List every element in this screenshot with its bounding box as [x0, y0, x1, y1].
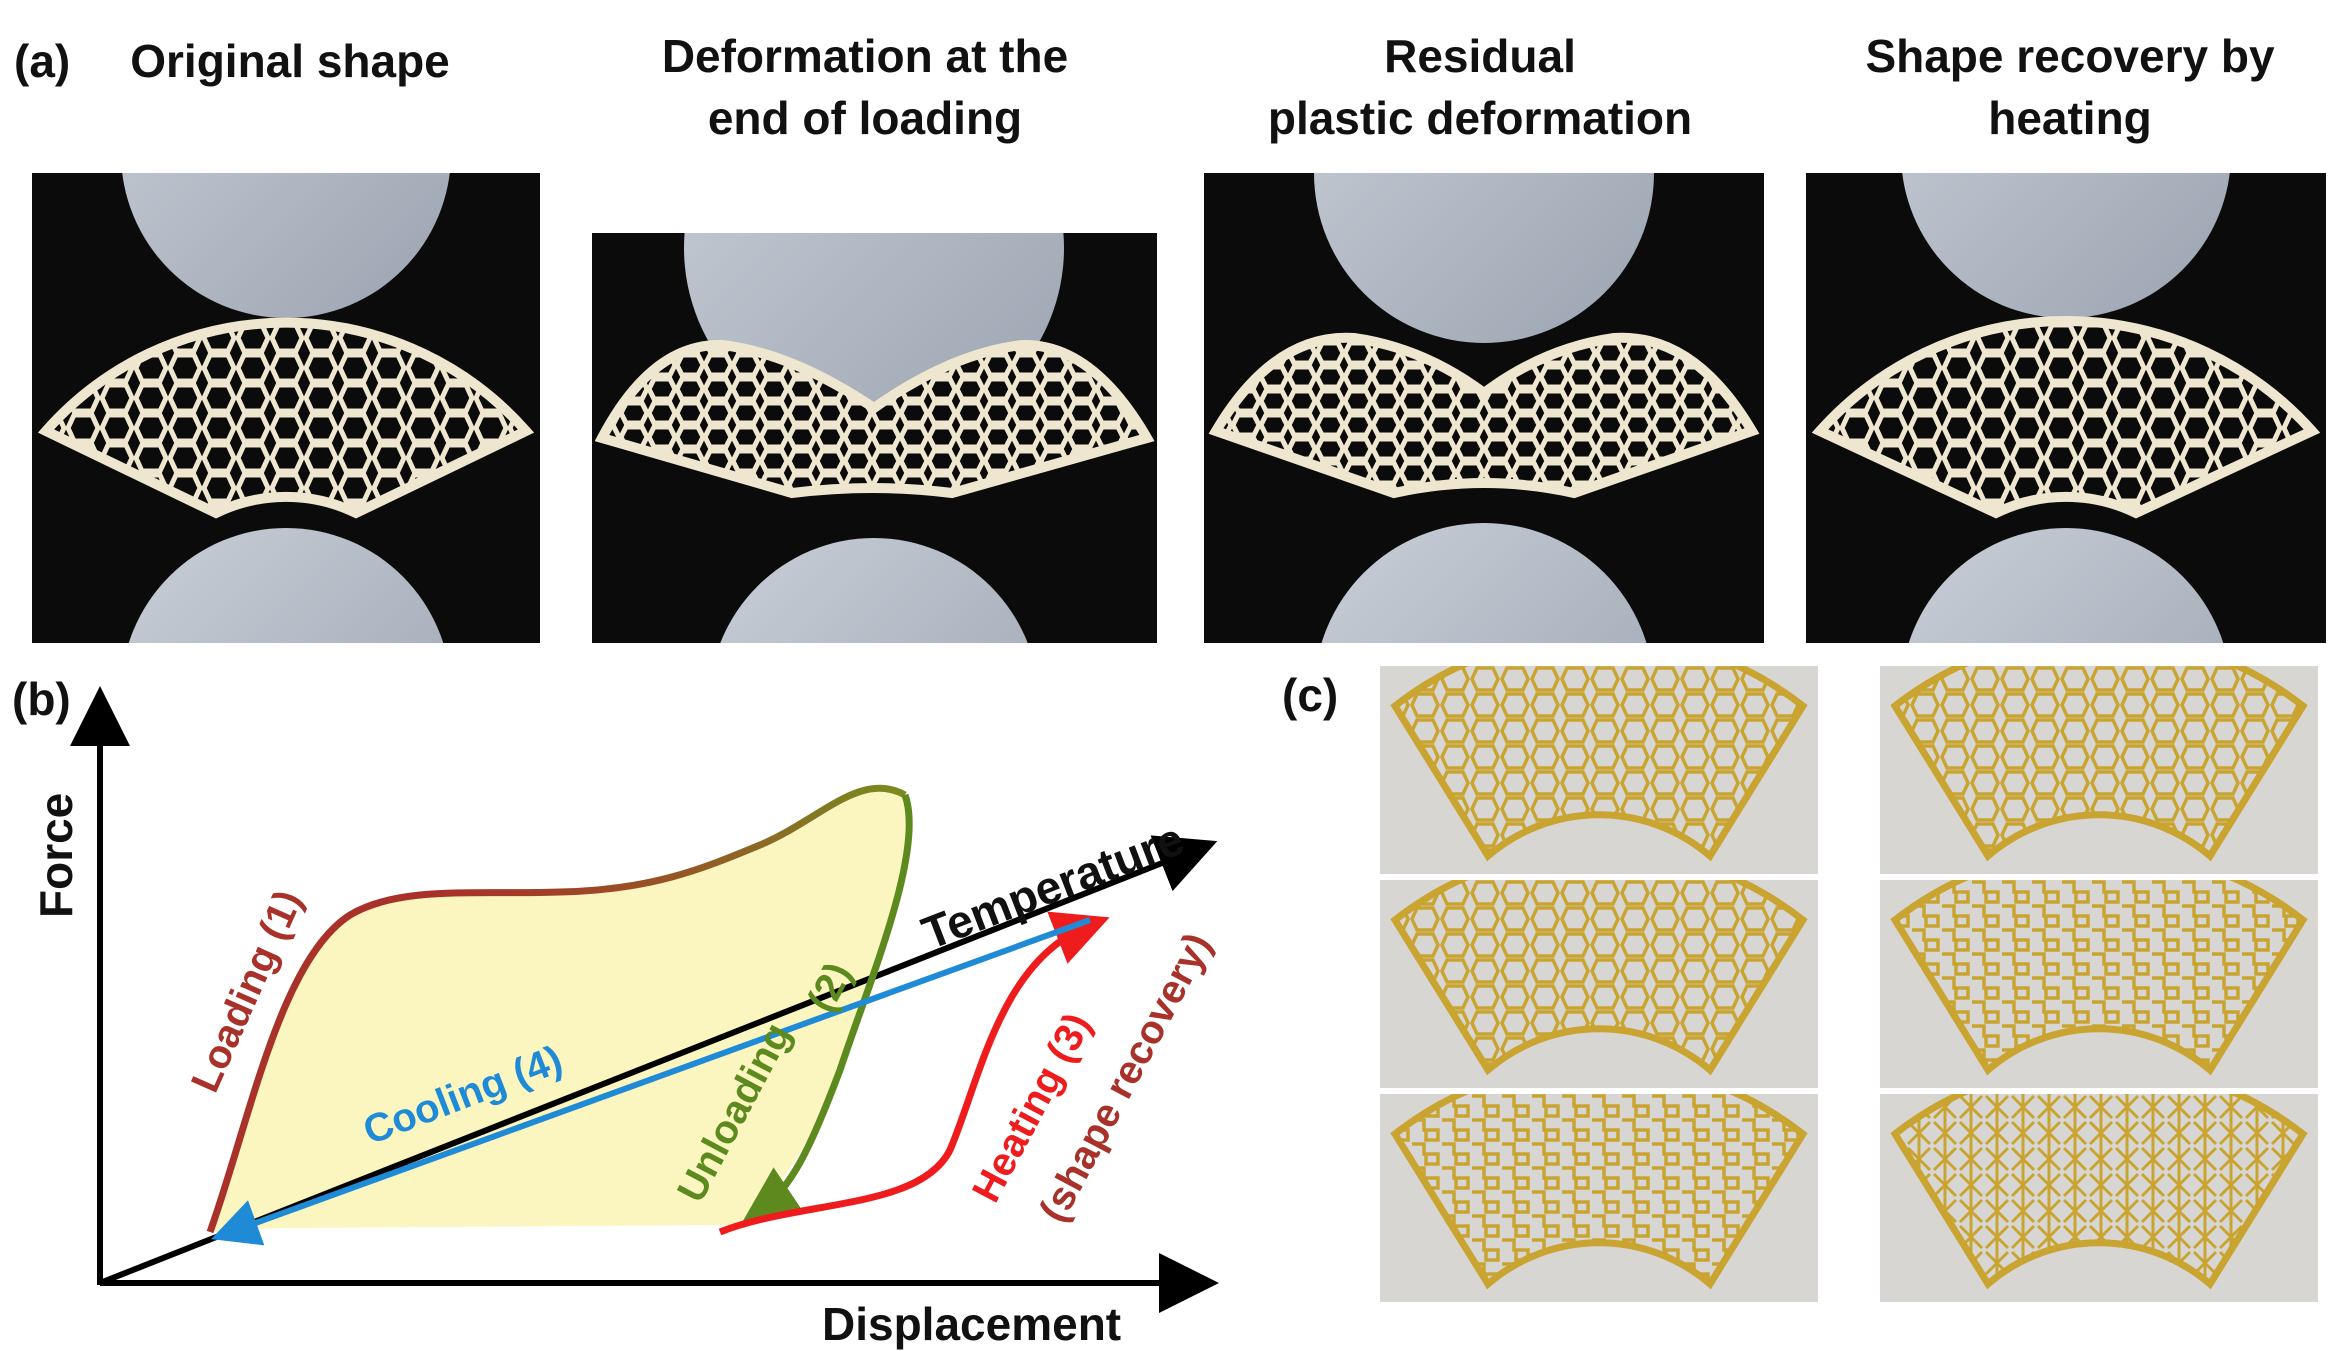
caption-line: Original shape: [130, 35, 450, 87]
caption-line: plastic deformation: [1267, 92, 1693, 144]
force-displacement-diagram: (b) Force Displacement Temperature Loadi…: [12, 673, 1220, 1350]
panel-b-label: (b): [12, 673, 71, 725]
panel-c-label: (c): [1282, 669, 1339, 721]
caption-original-shape: Original shape: [20, 30, 560, 92]
caption-deformation: Deformation at the end of loading: [585, 25, 1145, 149]
cooling-line: [211, 917, 1092, 1246]
hysteresis-area: [210, 788, 910, 1232]
photo-original-shape: [32, 173, 540, 643]
temperature-label: Temperature: [915, 812, 1191, 959]
caption-recovery: Shape recovery by heating: [1800, 25, 2340, 149]
caption-line: heating: [1988, 92, 2152, 144]
caption-line: Residual: [1384, 30, 1576, 82]
caption-line: Deformation at the: [661, 30, 1069, 82]
caption-residual: Residual plastic deformation: [1200, 25, 1760, 149]
displacement-label: Displacement: [822, 1298, 1121, 1350]
lattice-render-cross-2: [1880, 1094, 2318, 1302]
photo-shape-recovery: [1806, 173, 2326, 643]
lattice-render-hex-2: [1880, 666, 2318, 874]
lattice-render-rect-1: [1380, 1094, 1818, 1302]
lattice-render-reentrant-1: [1380, 880, 1818, 1088]
lattice-render-hex-1: [1380, 666, 1818, 874]
photo-residual-deformation: [1204, 173, 1764, 643]
panel-a-label: (a): [14, 35, 71, 87]
lattice-render-reentrant-2: [1880, 880, 2318, 1088]
force-label: Force: [30, 793, 82, 918]
caption-line: end of loading: [707, 92, 1023, 144]
loading-curve: [206, 784, 907, 1234]
unloading-curve: [742, 793, 913, 1222]
caption-line: Shape recovery by: [1865, 30, 2275, 82]
heating-curve: [718, 911, 1110, 1236]
photo-deformation-loading: [592, 233, 1157, 643]
